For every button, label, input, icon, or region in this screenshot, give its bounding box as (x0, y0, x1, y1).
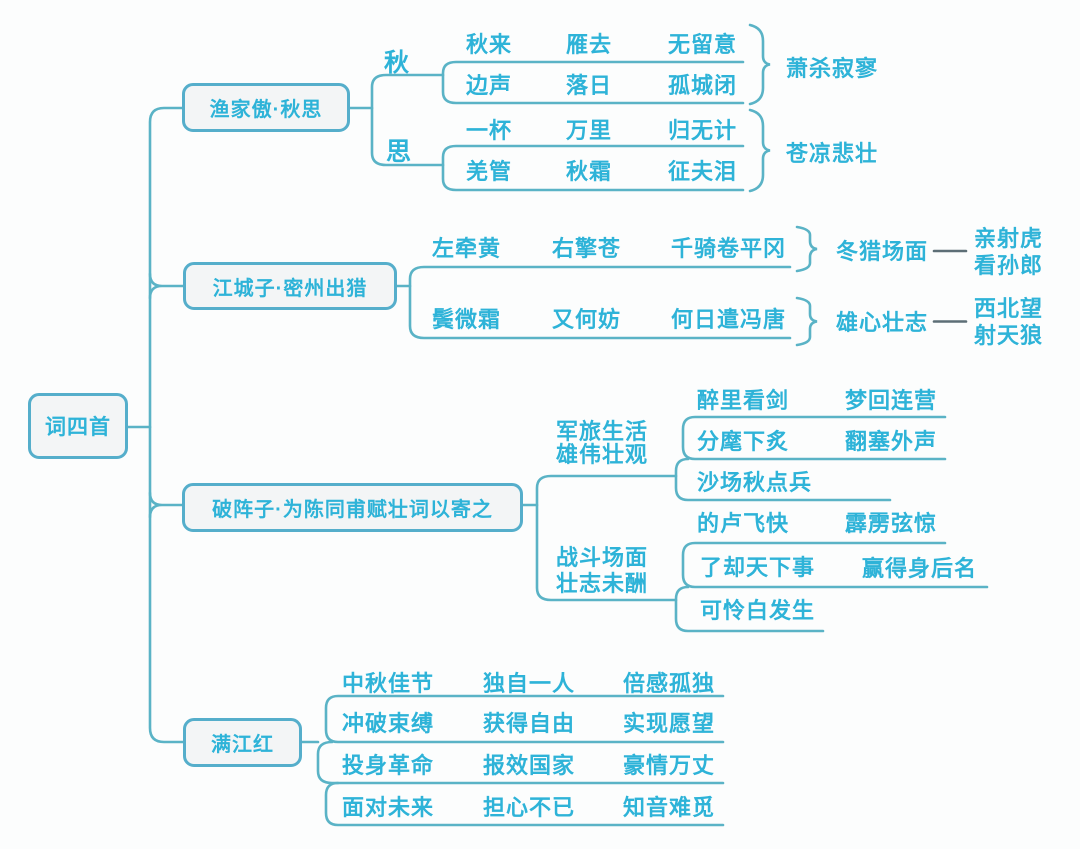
qiu-rows-box (441, 60, 745, 105)
topic-cell: 千骑卷平冈 (671, 236, 787, 261)
topic-cell: 秋来 (466, 32, 513, 57)
topic-cell: 万里 (566, 118, 613, 143)
topic-cell: 鬓微霜 (432, 307, 502, 332)
topic-cell: 了却天下事 (700, 555, 816, 580)
topic-cell: 独自一人 (483, 671, 576, 696)
topic-cell: 右擎苍 (552, 236, 622, 261)
mjh-box-34 (324, 781, 725, 827)
topic-cell: 羌管 (466, 159, 513, 184)
topic-cell: 醉里看剑 (697, 388, 790, 413)
zhandou-box-de (681, 541, 989, 589)
summary-qiu: 萧杀寂寥 (786, 56, 879, 81)
topic-cell: 又何妨 (552, 307, 622, 332)
topic-cell: 的卢飞快 (697, 511, 790, 536)
topic-cell: 一杯 (466, 118, 513, 143)
zhandou-box-ef (674, 585, 825, 633)
branch-node-pozhenzi[interactable]: 破阵子·为陈同甫赋壮词以寄之 (182, 483, 523, 532)
topic-cell: 可怜白发生 (700, 598, 816, 623)
topic-cell: 左牵黄 (432, 236, 502, 261)
brace-xiongxin (795, 296, 818, 347)
topic-cell: 获得自由 (483, 711, 576, 736)
brace-qiu (748, 23, 771, 106)
pozhenzi-bracket (535, 474, 678, 602)
topic-cell: 无留意 (668, 32, 738, 57)
note-line: 射天狼 (974, 323, 1044, 348)
note-dashes (932, 249, 968, 323)
note-line: 西北望 (974, 296, 1044, 321)
summary-donglie: 冬猎场面 (836, 239, 929, 264)
yujiaao-bracket (370, 73, 445, 167)
junlv-box-ab (681, 415, 947, 461)
junlv-box-bc (674, 457, 892, 502)
topic-cell: 翻塞外声 (845, 429, 938, 454)
topic-cell: 分麾下炙 (697, 429, 790, 454)
mjh-box-23 (316, 740, 725, 785)
branch-node-yujiaao[interactable]: 渔家傲·秋思 (182, 83, 350, 132)
note-line: 看孙郎 (974, 253, 1044, 278)
topic-cell: 征夫泪 (668, 159, 738, 184)
topic-cell: 知音难觅 (623, 795, 716, 820)
branch-node-manjianghong[interactable]: 满江红 (183, 718, 302, 767)
topic-cell: 沙场秋点兵 (697, 470, 813, 495)
root-node-label: 词四首 (45, 416, 111, 439)
branch-node-yujiaao-label: 渔家傲·秋思 (209, 99, 323, 121)
brace-si (748, 108, 771, 193)
junction-pozhenzi (148, 491, 184, 519)
topic-cell: 实现愿望 (623, 711, 716, 736)
branch-node-pozhenzi-label: 破阵子·为陈同甫赋壮词以寄之 (212, 499, 493, 521)
summary-si: 苍凉悲壮 (786, 141, 879, 166)
topic-cell: 倍感孤独 (623, 671, 716, 696)
branch-node-jiangchengzi[interactable]: 江城子·密州出猎 (183, 262, 397, 310)
jiangchengzi-rows-box (408, 265, 792, 340)
si-rows-box (441, 144, 745, 192)
topic-cell: 投身革命 (342, 753, 435, 778)
topic-cell: 雁去 (566, 32, 613, 57)
topic-cell: 秋霜 (566, 159, 613, 184)
branch-lines (126, 23, 989, 827)
topic-cell: 孤城闭 (668, 73, 738, 98)
mjh-box-12 (324, 694, 725, 744)
note-line: 亲射虎 (974, 226, 1044, 251)
brace-donglie (795, 225, 818, 273)
group-label-junlv-line1: 军旅生活 (556, 419, 649, 444)
group-label-zhandou-line1: 战斗场面 (556, 545, 649, 570)
group-label-junlv-line2: 雄伟壮观 (556, 442, 649, 467)
summary-xiongxin: 雄心壮志 (836, 310, 929, 335)
group-label-zhandou-line2: 壮志未酬 (556, 571, 649, 596)
topic-cell: 归无计 (668, 118, 738, 143)
topic-cell: 落日 (566, 73, 613, 98)
branch-node-jiangchengzi-label: 江城子·密州出猎 (212, 277, 368, 300)
topic-cell: 面对未来 (342, 795, 435, 820)
root-node[interactable]: 词四首 (28, 393, 128, 459)
branch-node-manjianghong-label: 满江红 (211, 734, 274, 756)
topic-qiu: 秋 (384, 49, 411, 77)
topic-cell: 赢得身后名 (862, 556, 978, 581)
junction-jiangchengzi (148, 272, 185, 300)
topic-cell: 报效国家 (483, 753, 576, 778)
topic-cell: 担心不已 (483, 795, 576, 820)
topic-cell: 中秋佳节 (342, 671, 435, 696)
topic-cell: 霹雳弦惊 (845, 511, 938, 536)
topic-si: 思 (386, 138, 413, 166)
topic-cell: 梦回连营 (845, 388, 938, 413)
topic-cell: 何日遣冯唐 (671, 307, 787, 332)
topic-cell: 边声 (466, 73, 513, 98)
topic-cell: 豪情万丈 (623, 753, 716, 778)
spine (148, 106, 185, 744)
topic-cell: 冲破束缚 (342, 711, 435, 736)
